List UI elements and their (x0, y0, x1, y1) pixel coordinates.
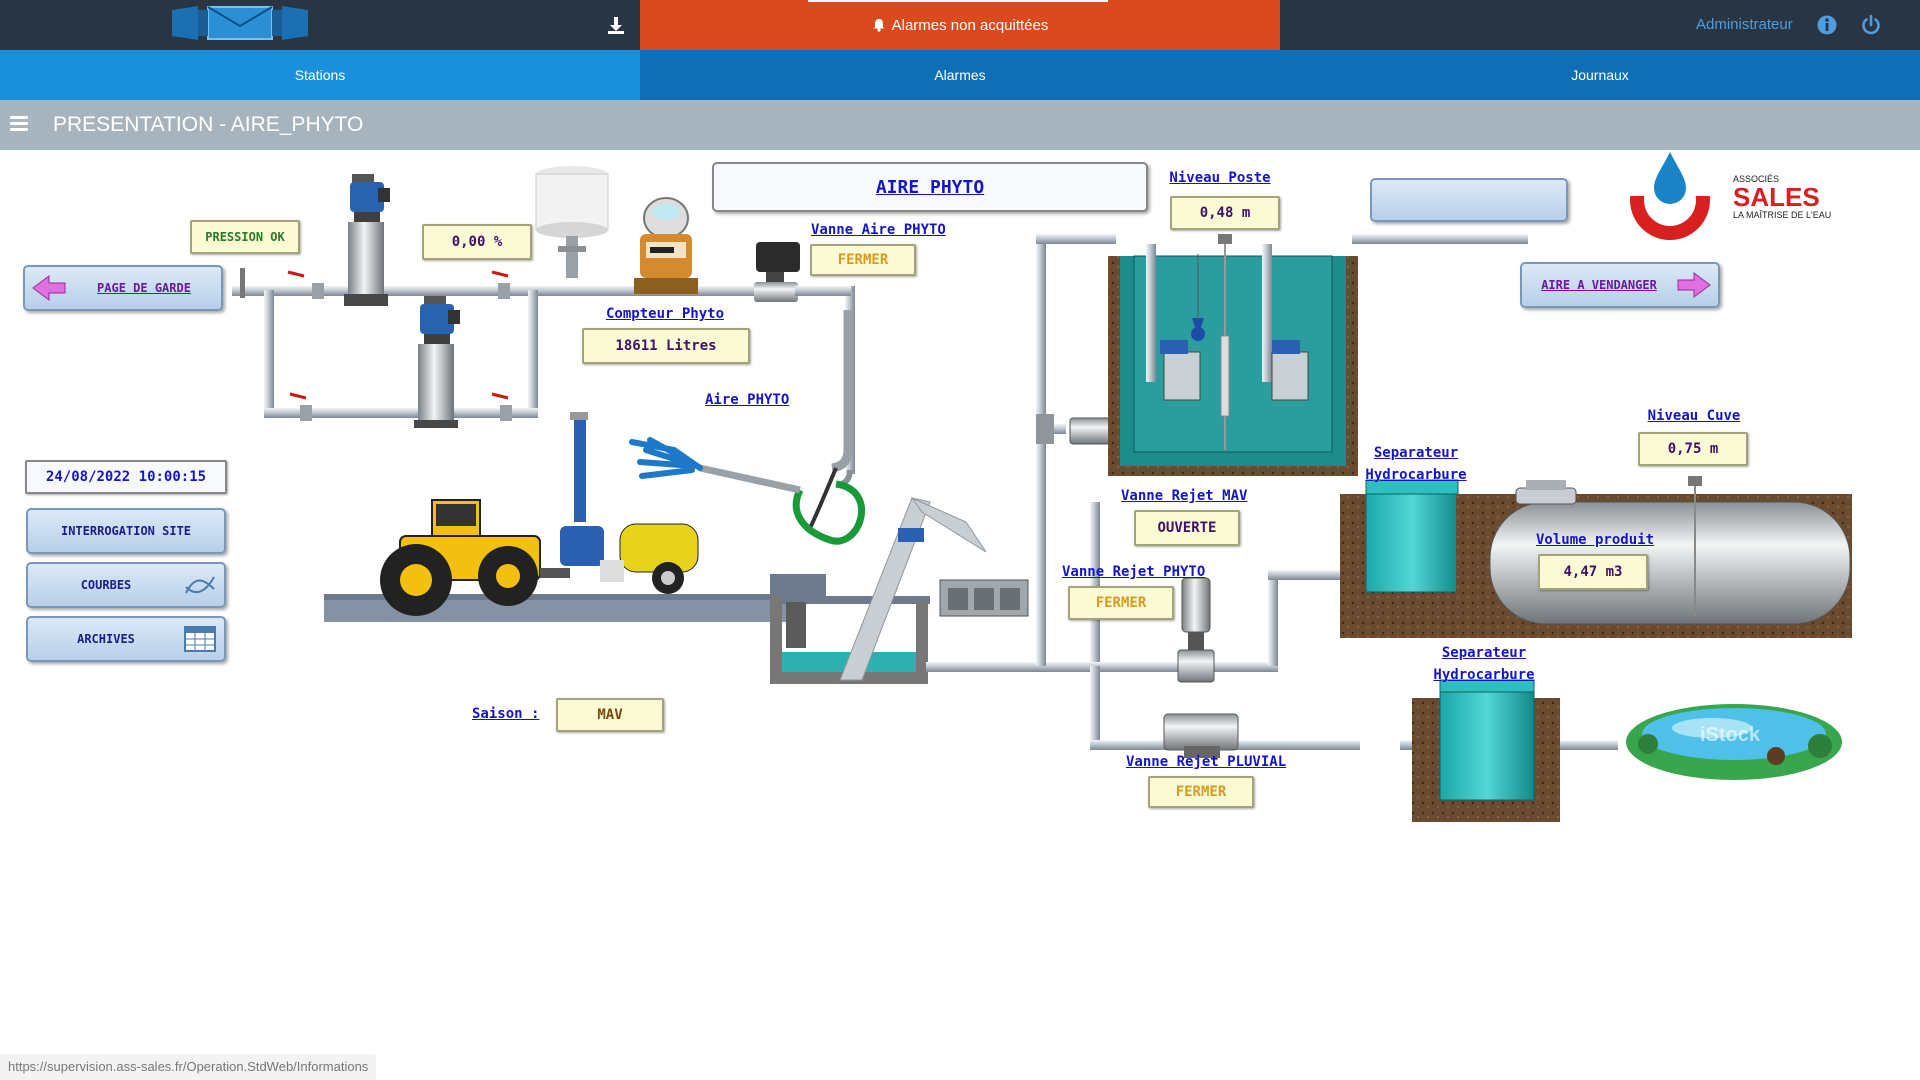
arrow-left-icon (32, 275, 66, 301)
page-de-garde-label: PAGE DE GARDE (97, 281, 191, 295)
bell-icon (873, 19, 885, 32)
phyto-pipe-to-wash (629, 286, 866, 545)
vanne-aire-phyto-state: FERMER (810, 244, 916, 276)
storage-tank (1456, 476, 1852, 638)
saison-label: Saison : (472, 706, 540, 722)
solenoid-valve-aire-phyto (754, 242, 800, 302)
sales-logo-text: ASSOCIÉS SALES LA MAÎTRISE DE L'EAU (1733, 174, 1853, 220)
interrogation-site-button[interactable]: INTERROGATION SITE (26, 508, 226, 554)
tab-stations[interactable]: Stations (0, 50, 640, 100)
volume-produit-value: 4,47 m3 (1538, 554, 1648, 590)
power-icon[interactable] (1860, 14, 1882, 36)
banner-top-line (808, 0, 1108, 2)
aire-phyto-header-label: AIRE PHYTO (875, 176, 985, 198)
water-meter (634, 197, 698, 294)
percentage-value: 0,00 % (422, 224, 532, 260)
vanne-rejet-phyto-link[interactable]: Vanne Rejet PHYTO (1062, 564, 1206, 580)
aire-phyto-link[interactable]: Aire PHYTO (705, 392, 790, 408)
archives-label: ARCHIVES (77, 632, 135, 646)
courbes-button[interactable]: COURBES (26, 562, 226, 608)
saison-value: MAV (556, 698, 664, 732)
pressure-status: PRESSION OK (190, 220, 300, 254)
download-icon[interactable] (605, 14, 627, 36)
separateur-1-line2: Hydrocarbure (1365, 467, 1467, 483)
vanne-rejet-pluvial-state: FERMER (1148, 776, 1254, 808)
aire-a-vendanger-button[interactable]: AIRE A VENDANGER (1520, 262, 1720, 308)
expansion-vessel (535, 166, 609, 278)
valve-rejet-phyto (1177, 577, 1215, 683)
tab-journaux[interactable]: Journaux (1280, 50, 1920, 100)
top-bar: Alarmes non acquittées Administrateur (0, 0, 1920, 50)
page-title: PRESENTATION - AIRE_PHYTO (53, 113, 364, 136)
sprayer (560, 412, 699, 594)
blank-indicator-button[interactable] (1370, 178, 1568, 222)
main-nav: Stations Alarmes Journaux (0, 50, 1920, 100)
compteur-phyto-value: 18611 Litres (582, 328, 750, 364)
unacknowledged-alarms-banner[interactable]: Alarmes non acquittées (640, 0, 1280, 50)
volume-produit-label: Volume produit (1536, 532, 1655, 548)
synoptic-view: AIRE PHYTO ASSOCIÉS SALES LA MAÎTRISE DE… (0, 150, 1920, 1040)
curve-chart-icon (185, 576, 215, 594)
vanne-rejet-phyto-state: FERMER (1068, 586, 1174, 620)
process-diagram (232, 150, 1852, 822)
tractor (380, 499, 570, 616)
app-logo (172, 6, 308, 40)
datetime-display: 24/08/2022 10:00:15 (25, 460, 227, 494)
aire-phyto-header-button[interactable]: AIRE PHYTO (712, 162, 1148, 212)
aire-a-vendanger-label: AIRE A VENDANGER (1541, 278, 1657, 292)
separateur-2-line2: Hydrocarbure (1433, 667, 1535, 683)
separateur-2-label: Separateur Hydrocarbure (1424, 642, 1544, 686)
title-bar: PRESENTATION - AIRE_PHYTO (0, 100, 1920, 150)
wash-slab (324, 574, 930, 622)
table-icon (184, 626, 216, 652)
river-outlet (1626, 704, 1842, 780)
compteur-phyto-label: Compteur Phyto (606, 306, 725, 322)
separator-2 (1412, 679, 1560, 822)
niveau-cuve-label: Niveau Cuve (1647, 408, 1741, 424)
info-icon[interactable] (1816, 14, 1838, 36)
niveau-cuve-value: 0,75 m (1638, 432, 1748, 466)
booster-pump-2 (414, 296, 460, 428)
niveau-poste-label: Niveau Poste (1169, 170, 1271, 186)
pump-loop-pipes (232, 286, 855, 487)
logo-brand-text: SALES (1733, 182, 1820, 212)
tab-alarmes[interactable]: Alarmes (640, 50, 1280, 100)
alarm-banner-text: Alarmes non acquittées (891, 16, 1049, 34)
status-bar-url: https://supervision.ass-sales.fr/Operati… (0, 1054, 377, 1080)
courbes-label: COURBES (80, 578, 132, 592)
niveau-poste-value: 0,48 m (1170, 196, 1280, 230)
logo-small-text: ASSOCIÉS (1733, 174, 1780, 184)
sediment-channel (770, 496, 1029, 684)
logo-tagline: LA MAÎTRISE DE L'EAU (1733, 210, 1832, 220)
separateur-1-line1: Separateur (1373, 445, 1459, 461)
user-menu[interactable]: Administrateur (1696, 16, 1793, 33)
separateur-2-line1: Separateur (1441, 645, 1527, 661)
hand-valves (240, 268, 512, 421)
interrogation-site-label: INTERROGATION SITE (60, 524, 192, 538)
page-de-garde-button[interactable]: PAGE DE GARDE (23, 265, 223, 311)
vanne-aire-phyto-link[interactable]: Vanne Aire PHYTO (811, 222, 946, 238)
vanne-rejet-mav-state: OUVERTE (1134, 510, 1240, 546)
vanne-rejet-pluvial-link[interactable]: Vanne Rejet PLUVIAL (1126, 754, 1287, 770)
sales-logo (1628, 150, 1712, 240)
separateur-1-label: Separateur Hydrocarbure (1356, 442, 1476, 486)
vanne-rejet-mav-link[interactable]: Vanne Rejet MAV (1121, 488, 1248, 504)
archives-button[interactable]: ARCHIVES (26, 616, 226, 662)
arrow-right-icon (1677, 272, 1711, 298)
booster-pump-1 (344, 174, 390, 306)
valve-rejet-pluvial (1163, 713, 1239, 758)
lifting-station-pit (1108, 234, 1358, 476)
menu-icon[interactable] (10, 116, 28, 132)
istock-watermark: iStock (1700, 724, 1761, 746)
